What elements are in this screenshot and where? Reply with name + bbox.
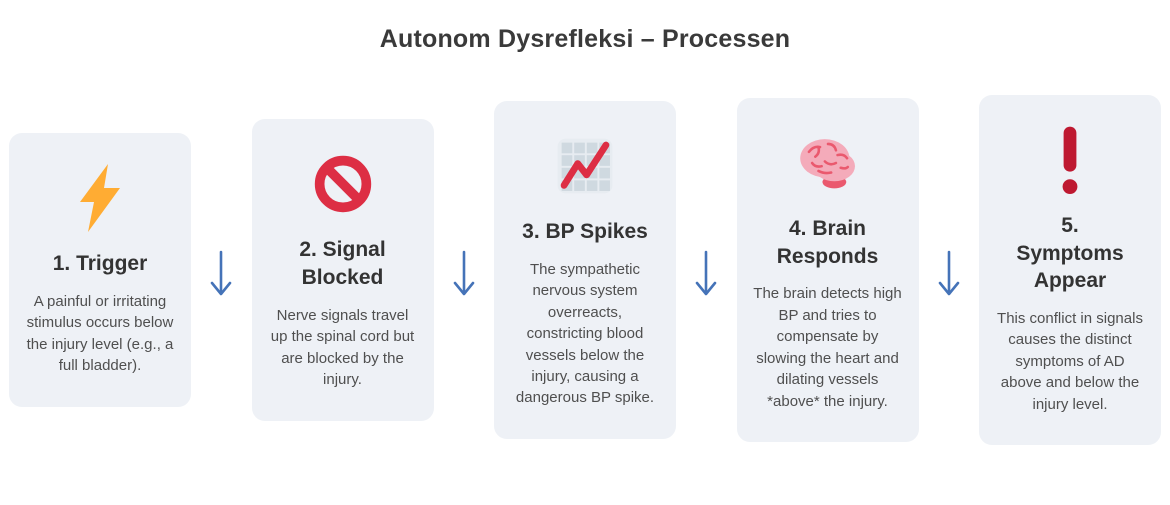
step-card-symptoms-appear: 5. Symptoms Appear This conflict in sign… xyxy=(979,94,1161,446)
arrow-down-icon xyxy=(210,250,232,296)
step-body: The sympathetic nervous system overreact… xyxy=(515,260,655,407)
brain-icon xyxy=(796,125,860,201)
page-title: Autonom Dysrefleksi – Processen xyxy=(379,25,791,53)
step-card-brain-responds: 4. Brain Responds The brain detects high… xyxy=(736,97,919,443)
step-title: 3. BP Spikes xyxy=(522,220,648,244)
arrow-down-icon xyxy=(453,250,475,296)
flow-connector-3 xyxy=(676,54,737,486)
exclamation-icon xyxy=(1059,122,1081,198)
arrow-down-icon xyxy=(695,250,717,296)
no-entry-icon xyxy=(314,146,372,222)
step-title: 1. Trigger xyxy=(52,252,148,276)
step-card-bp-spikes: 3. BP Spikes The sympathetic nervous sys… xyxy=(494,101,676,439)
step-body: A painful or irritating stimulus occurs … xyxy=(26,292,174,375)
step-card-trigger: 1. Trigger A painful or irritating stimu… xyxy=(9,133,191,407)
lightning-icon xyxy=(70,160,130,236)
chart-increasing-icon xyxy=(556,128,614,204)
step-body: This conflict in signals causes the dist… xyxy=(997,309,1143,413)
flow-connector-4 xyxy=(919,54,980,486)
step-title: 2. Signal Blocked xyxy=(299,238,386,290)
process-flow: 1. Trigger A painful or irritating stimu… xyxy=(0,54,1170,486)
flow-connector-2 xyxy=(434,54,495,486)
flow-connector-1 xyxy=(191,54,252,486)
step-body: Nerve signals travel up the spinal cord … xyxy=(270,306,415,389)
step-title: 4. Brain Responds xyxy=(776,216,879,268)
step-title: 5. Symptoms Appear xyxy=(1016,213,1124,293)
step-body: The brain detects high BP and tries to c… xyxy=(753,285,902,410)
step-card-signal-blocked: 2. Signal Blocked Nerve signals travel u… xyxy=(251,119,434,421)
arrow-down-icon xyxy=(938,250,960,296)
